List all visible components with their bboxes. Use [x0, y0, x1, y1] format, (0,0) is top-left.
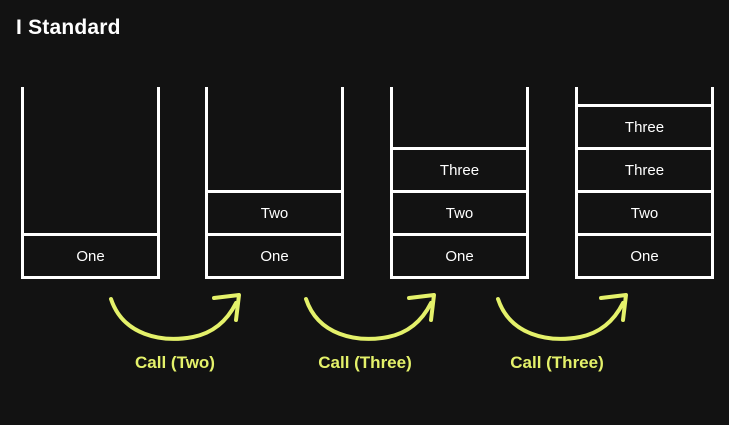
call-label: Call (Three): [510, 353, 604, 372]
call-label: Call (Three): [318, 353, 412, 372]
arrow-head: [599, 293, 628, 322]
curved-arrow-icon: [304, 293, 436, 341]
stack-frame-cell: One: [393, 233, 526, 276]
arrow-curve: [496, 297, 625, 341]
stack-frame-cell: Three: [578, 147, 711, 190]
stack-free-space: [578, 87, 711, 104]
page-title: I Standard: [16, 16, 121, 39]
curved-arrow-icon: [109, 293, 241, 341]
stack-free-space: [24, 87, 157, 233]
curved-arrow-icon: [496, 293, 628, 341]
stack-frame-cell: One: [208, 233, 341, 276]
stack-free-space: [208, 87, 341, 190]
arrow-call-three-2: [492, 293, 642, 348]
stack-1: One: [21, 87, 160, 279]
stack-frame-cell: Three: [393, 147, 526, 190]
stack-frame-cell: One: [578, 233, 711, 276]
stack-free-space: [393, 87, 526, 147]
stack-frame-cell: Two: [393, 190, 526, 233]
stack-frame-cell: Two: [578, 190, 711, 233]
stack-frame-cell: One: [24, 233, 157, 276]
arrow-head: [212, 293, 241, 322]
arrow-call-three-1: [300, 293, 450, 348]
arrow-head: [407, 293, 436, 322]
arrow-call-two: [105, 293, 255, 348]
arrow-curve: [109, 297, 238, 341]
stack-frame-cell: Three: [578, 104, 711, 147]
arrow-curve: [304, 297, 433, 341]
call-label: Call (Two): [135, 353, 215, 372]
stack-frame-cell: Two: [208, 190, 341, 233]
